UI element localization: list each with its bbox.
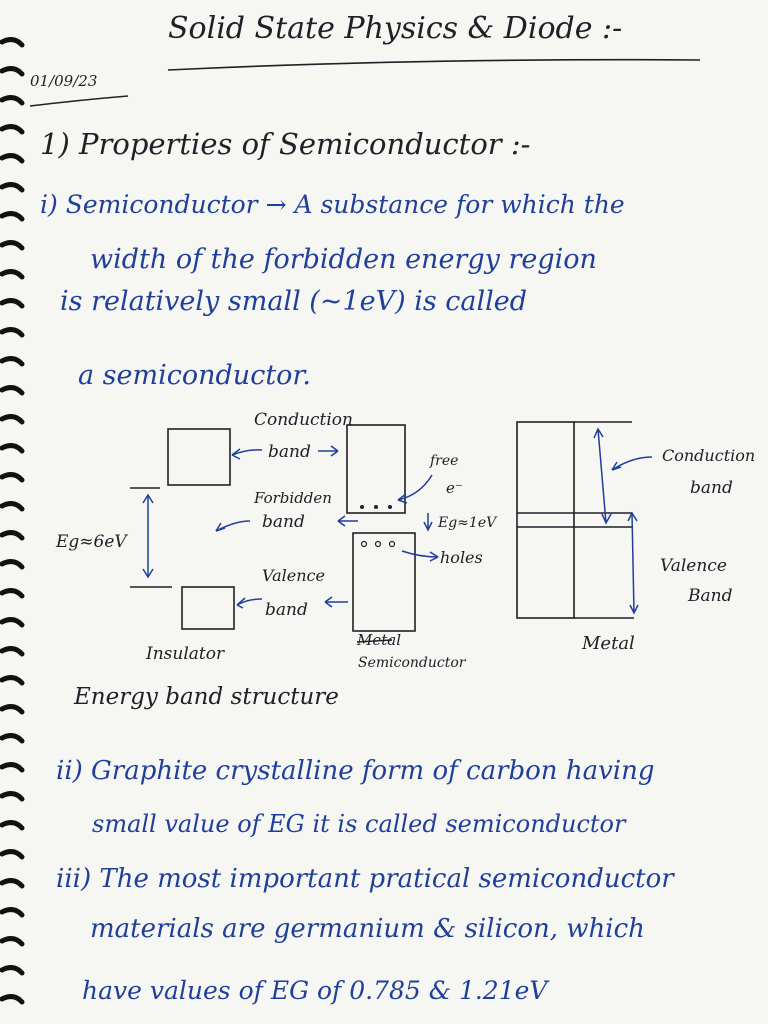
semiconductor-gap-label: Eg≈1eV [437,515,498,531]
free-electron-line-2: e⁻ [446,479,463,497]
metal-conduction-line-2: band [690,478,733,498]
forbidden-band-line-2: band [262,512,305,532]
date: 01/09/23 [30,72,98,90]
point-3-line-1: iii) The most important pratical semicon… [56,864,674,894]
point-1-line-2: width of the forbidden energy region [90,244,597,275]
diagram-caption: Energy band structure [74,684,339,710]
spiral-binding [0,37,25,1005]
semiconductor-conduction-box [346,424,406,514]
metal-valence-line-1: Valence [660,556,727,576]
metal-box [516,421,575,619]
insulator-valence-box [181,586,235,630]
conduction-band-word: band [268,442,311,462]
point-3-line-3: have values of EG of 0.785 & 1.21eV [82,976,548,1005]
free-electron-line-1: free [429,453,458,469]
label-struck-metal: Metal [356,631,401,649]
label-insulator: Insulator [145,644,225,664]
holes-label: holes [440,548,483,567]
insulator-gap-label: Eg≈6eV [55,532,128,552]
label-metal: Metal [581,633,635,654]
section-heading: 1) Properties of Semiconductor :- [40,127,531,161]
point-2-line-2: small value of EG it is called semicondu… [92,810,626,838]
valence-band-line-2: band [265,600,308,620]
insulator-conduction-box [167,428,231,486]
metal-conduction-line-1: Conduction [662,446,755,465]
label-semiconductor: Semiconductor [358,655,467,671]
title-underline [29,58,701,107]
semiconductor-valence-box [352,532,416,632]
point-3-line-2: materials are germanium & silicon, which [90,914,645,944]
point-1-line-3: is relatively small (~1eV) is called [60,286,528,317]
page-title: Solid State Physics & Diode :- [168,11,623,46]
point-1-line-4: a semiconductor. [78,360,311,391]
point-1-line-1: i) Semiconductor → A substance for which… [40,190,625,219]
forbidden-band-line-1: Forbidden [253,489,332,507]
energy-band-diagram: Conduction band Forbidden band Valence b… [55,410,755,671]
valence-band-line-1: Valence [262,566,325,585]
conduction-band-label: Conduction [254,410,353,430]
metal-valence-line-2: Band [687,586,733,606]
point-2-line-1: ii) Graphite crystalline form of carbon … [56,756,655,786]
